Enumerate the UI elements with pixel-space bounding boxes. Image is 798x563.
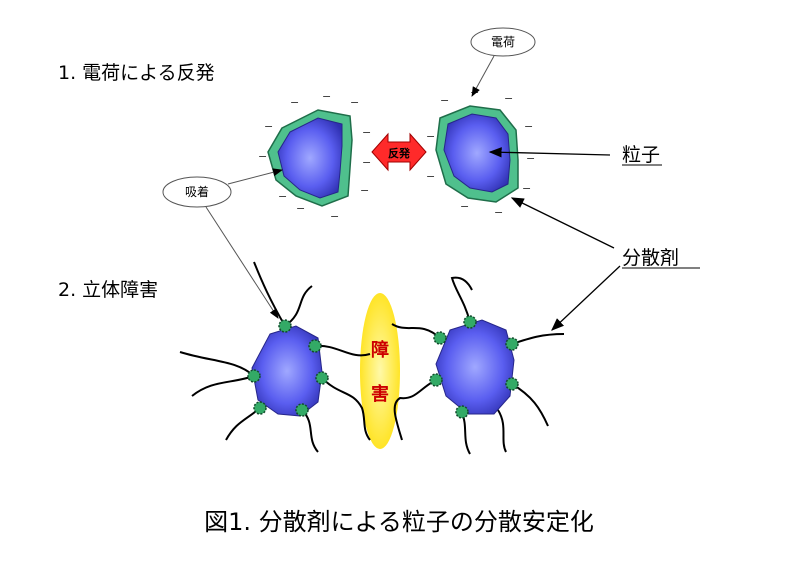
- adsorbed-particle-right: [435, 319, 515, 415]
- adsorption-callout: 吸着: [162, 168, 283, 319]
- charge-mark: −: [322, 90, 331, 103]
- spiky-anchor-icon: [455, 405, 469, 419]
- dispersant-label: 分散剤: [622, 247, 679, 269]
- charge-mark: −: [440, 94, 449, 107]
- charged-particle-left: [267, 109, 353, 207]
- adsorption-label: 吸着: [185, 184, 209, 199]
- spiky-anchor-icon: [429, 373, 443, 387]
- charge-mark: −: [522, 182, 531, 195]
- charge-mark: −: [460, 200, 469, 213]
- spiky-anchor-icon: [253, 401, 267, 415]
- charge-mark: −: [504, 92, 513, 105]
- charge-mark: −: [290, 96, 299, 109]
- anchors-left: [247, 319, 329, 417]
- section2-title: 2. 立体障害: [58, 279, 158, 301]
- particle-label: 粒子: [622, 144, 660, 166]
- charge-mark: −: [330, 210, 339, 223]
- spiky-anchor-icon: [278, 319, 292, 333]
- charge-label: 電荷: [491, 35, 515, 49]
- section1-title: 1. 電荷による反発: [58, 62, 215, 84]
- barrier-label-top: 障: [371, 339, 389, 361]
- charge-callout: 電荷: [470, 27, 536, 97]
- repulsion-label: 反発: [388, 146, 411, 160]
- charge-mark: −: [362, 126, 371, 139]
- charge-mark: −: [494, 206, 503, 219]
- particle-annotation: 粒子: [488, 144, 662, 166]
- spiky-anchor-icon: [433, 331, 447, 345]
- barrier-label-bottom: 害: [371, 383, 389, 405]
- spiky-anchor-icon: [505, 377, 519, 391]
- charge-mark: −: [426, 130, 435, 143]
- spiky-anchor-icon: [463, 315, 477, 329]
- steric-barrier: 障 害: [360, 293, 400, 449]
- charge-mark: −: [526, 152, 535, 165]
- spiky-anchor-icon: [247, 369, 261, 383]
- dispersant-annotation: 分散剤: [510, 197, 700, 331]
- spiky-anchor-icon: [295, 403, 309, 417]
- charge-mark: −: [362, 156, 371, 169]
- adsorbed-particle-left: [251, 325, 323, 417]
- charge-mark: −: [264, 120, 273, 133]
- spiky-anchor-icon: [315, 371, 329, 385]
- charge-mark: −: [470, 86, 479, 99]
- charge-mark: −: [278, 190, 287, 203]
- charge-mark: −: [350, 96, 359, 109]
- anchors-right: [429, 315, 519, 419]
- charge-mark: −: [296, 202, 305, 215]
- charge-mark: −: [426, 170, 435, 183]
- double-arrow-icon: 反発: [371, 132, 427, 172]
- spiky-anchor-icon: [308, 339, 322, 353]
- charge-mark: −: [360, 184, 369, 197]
- spiky-anchor-icon: [505, 337, 519, 351]
- figure-caption: 図1. 分散剤による粒子の分散安定化: [204, 508, 594, 536]
- charged-particle-right: [435, 105, 519, 203]
- charge-mark: −: [524, 120, 533, 133]
- charge-marks-left: − − − − − − − − − − −: [258, 90, 371, 223]
- charge-mark: −: [258, 150, 267, 163]
